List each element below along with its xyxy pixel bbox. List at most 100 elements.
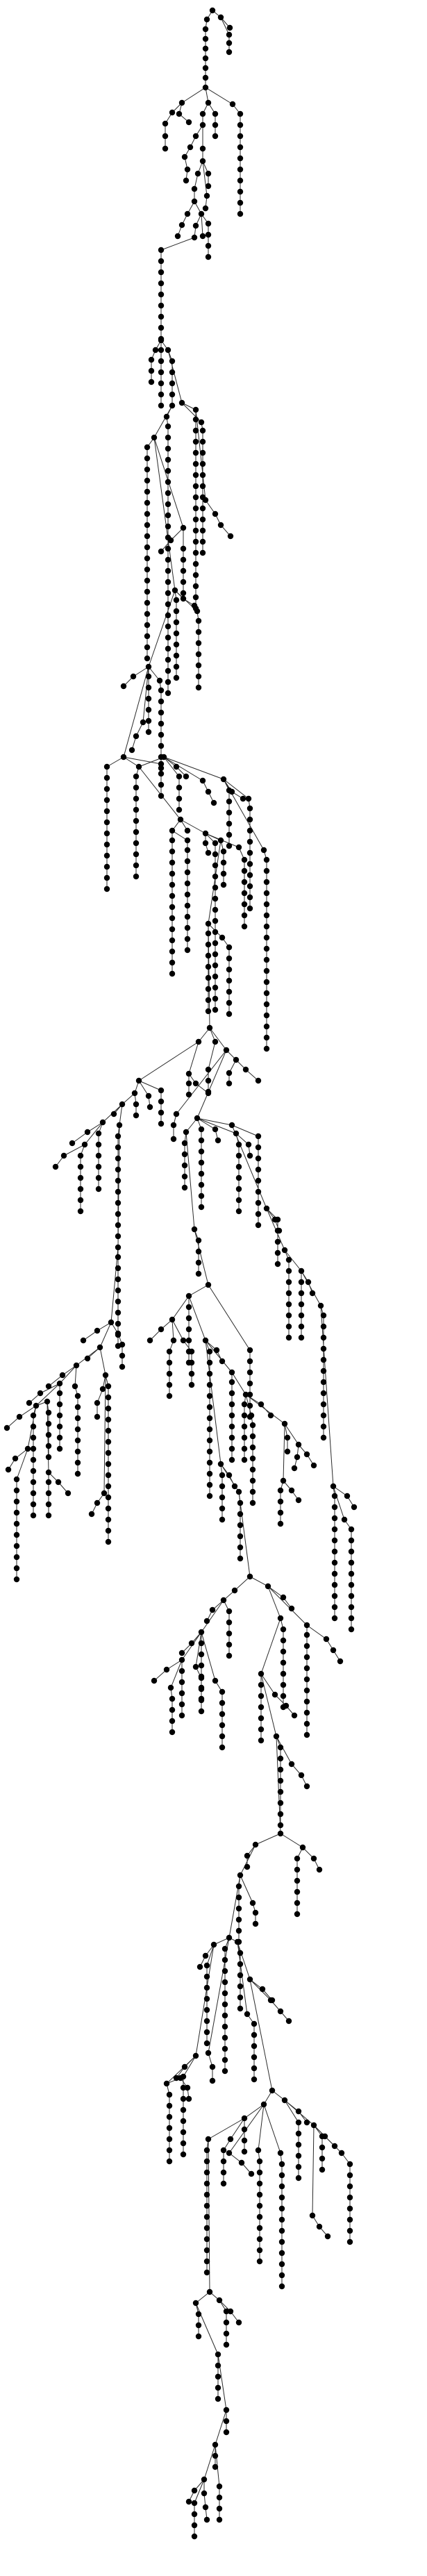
tree-node xyxy=(184,847,191,854)
tree-node xyxy=(310,1462,317,1469)
tree-edge xyxy=(163,756,203,781)
tree-node xyxy=(115,1188,122,1195)
tree-node xyxy=(178,1690,185,1697)
tree-node xyxy=(212,940,219,947)
tree-node xyxy=(303,1622,310,1629)
tree-node xyxy=(241,1434,248,1441)
tree-node xyxy=(103,786,110,792)
tree-node xyxy=(246,805,253,812)
tree-node xyxy=(176,110,183,117)
tree-node xyxy=(192,427,199,434)
tree-edge xyxy=(183,2055,196,2077)
tree-node xyxy=(128,747,135,754)
tree-node xyxy=(165,590,171,597)
tree-node xyxy=(169,959,176,966)
tree-edge xyxy=(244,2104,265,2119)
tree-edge xyxy=(313,2125,342,2154)
tree-node xyxy=(241,856,248,863)
tree-node xyxy=(330,1483,337,1490)
tree-node xyxy=(280,1659,287,1666)
tree-node xyxy=(145,663,152,670)
tree-edge xyxy=(74,1365,77,1387)
tree-node xyxy=(319,2166,326,2173)
tree-node xyxy=(45,1431,52,1438)
tree-node xyxy=(209,7,216,14)
tree-node xyxy=(206,1459,213,1466)
tree-node xyxy=(237,110,244,117)
tree-node xyxy=(251,2020,258,2027)
tree-node xyxy=(188,1359,195,1366)
tree-edge xyxy=(196,1049,227,1119)
tree-node xyxy=(223,2341,230,2348)
tree-node xyxy=(249,1466,256,1473)
tree-node xyxy=(95,1130,102,1137)
tree-node xyxy=(173,630,180,637)
tree-node xyxy=(241,1456,248,1463)
tree-edge xyxy=(163,756,180,777)
tree-node xyxy=(249,1422,256,1429)
tree-node xyxy=(198,1204,205,1211)
tree-node xyxy=(192,406,199,413)
tree-node xyxy=(169,881,176,888)
tree-edge xyxy=(306,1624,327,1640)
tree-node xyxy=(246,1347,253,1354)
tree-node xyxy=(205,242,212,249)
tree-node xyxy=(241,923,248,930)
tree-edge xyxy=(208,1284,251,1351)
tree-node xyxy=(105,1527,112,1534)
tree-node xyxy=(206,1393,213,1399)
tree-node xyxy=(158,380,165,387)
tree-node xyxy=(45,1512,52,1519)
tree-node xyxy=(30,1468,37,1474)
tree-node xyxy=(173,652,180,659)
tree-node xyxy=(191,1226,198,1233)
tree-node xyxy=(169,1316,176,1323)
tree-node xyxy=(331,1581,338,1588)
tree-edge xyxy=(260,1673,276,1695)
tree-node xyxy=(263,923,270,930)
tree-node xyxy=(220,1597,227,1604)
tree-node xyxy=(192,222,199,229)
tree-node xyxy=(223,2429,230,2436)
tree-node xyxy=(241,2137,248,2144)
tree-node xyxy=(217,1461,224,1468)
tree-node xyxy=(226,1630,233,1637)
tree-node xyxy=(248,2170,255,2177)
tree-node xyxy=(180,2106,187,2113)
tree-node xyxy=(144,488,151,495)
tree-node xyxy=(203,1618,210,1624)
tree-node xyxy=(303,1654,310,1661)
tree-node xyxy=(176,806,183,813)
tree-node xyxy=(215,2351,221,2358)
tree-node xyxy=(203,2269,210,2276)
tree-node xyxy=(30,1479,37,1486)
tree-node xyxy=(115,1320,122,1327)
tree-edge xyxy=(153,437,176,591)
tree-node xyxy=(310,2122,317,2129)
tree-node xyxy=(84,1355,91,1362)
tree-node xyxy=(170,1136,177,1142)
tree-node xyxy=(273,1733,280,1740)
tree-node xyxy=(298,1334,305,1341)
tree-node xyxy=(167,1684,174,1691)
tree-node xyxy=(74,1459,81,1466)
tree-node xyxy=(226,787,233,794)
tree-node xyxy=(192,1663,199,1670)
tree-node xyxy=(45,1501,52,1508)
tree-node xyxy=(251,2054,258,2061)
tree-node xyxy=(145,1092,152,1099)
tree-node xyxy=(133,862,140,869)
tree-node xyxy=(246,1402,253,1409)
tree-edge xyxy=(163,756,224,780)
tree-node xyxy=(105,1383,112,1390)
tree-node xyxy=(174,233,181,240)
tree-node xyxy=(220,2169,227,2176)
tree-node xyxy=(133,806,140,813)
tree-node xyxy=(163,413,170,420)
tree-node xyxy=(165,567,171,574)
tree-node xyxy=(298,1323,305,1330)
tree-node xyxy=(277,1788,284,1795)
tree-node xyxy=(277,1755,284,1762)
tree-node xyxy=(241,1445,248,1452)
